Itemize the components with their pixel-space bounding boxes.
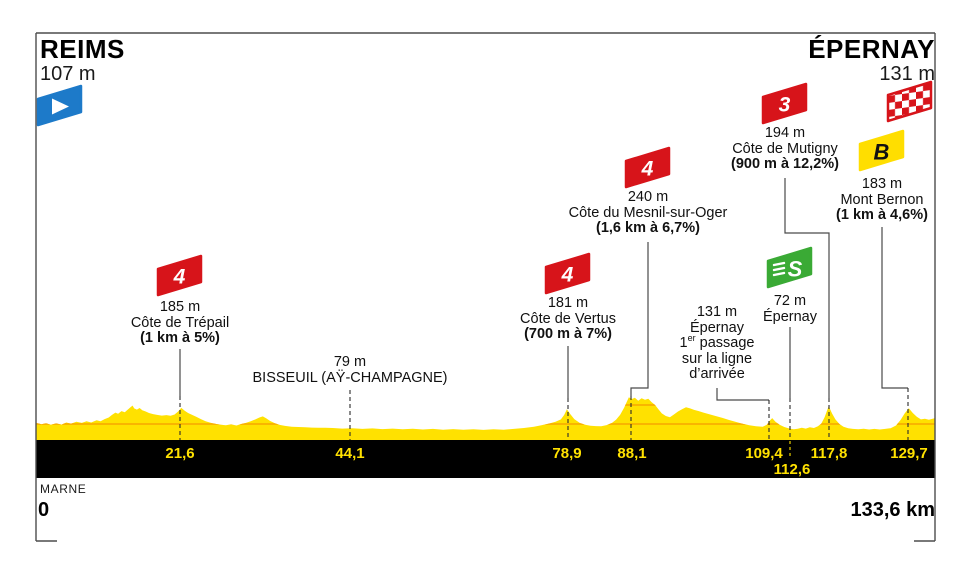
connector-line-mesnil [630, 242, 649, 396]
km-tick-mesnil: 88,1 [617, 445, 647, 462]
category-4-climb-flag: 4 [156, 254, 203, 297]
elevation-profile-area [36, 397, 935, 440]
km-tick-bernon: 129,7 [890, 445, 928, 462]
sprint-flag: S [766, 246, 813, 289]
department-label: MARNE [40, 482, 87, 496]
km-tick-passage: 109,4 [745, 445, 783, 462]
km-tick-vertus: 78,9 [552, 445, 582, 462]
total-distance-label: 133,6 km [850, 499, 935, 521]
start-header: REIMS 107 m [40, 36, 125, 86]
distance-band [36, 440, 935, 478]
category-4-climb-flag: 4 [624, 146, 671, 189]
finish-altitude: 131 m [879, 63, 935, 85]
category-3-climb-flag: 3 [761, 82, 808, 125]
start-km-label: 0 [38, 499, 50, 521]
km-tick-mutigny: 117,8 [810, 445, 848, 462]
start-altitude: 107 m [40, 63, 96, 85]
svg-text:4: 4 [173, 266, 186, 289]
finish-header: ÉPERNAY 131 m [808, 36, 935, 86]
bonus-seconds-flag: B [858, 129, 905, 172]
connector-line-mutigny [784, 178, 830, 398]
km-tick-bisseuil: 44,1 [335, 445, 365, 462]
svg-text:4: 4 [561, 264, 574, 287]
km-tick-trepail: 21,6 [165, 445, 195, 462]
finish-city-name: ÉPERNAY [808, 34, 935, 64]
finish-flag [886, 80, 933, 123]
start-city-name: REIMS [40, 34, 125, 64]
svg-text:3: 3 [779, 94, 791, 117]
start-flag [36, 84, 83, 127]
connector-line-bernon [881, 227, 908, 389]
svg-text:4: 4 [641, 158, 654, 181]
connector-line-passage [716, 388, 769, 401]
category-4-climb-flag: 4 [544, 252, 591, 295]
km-tick-sprint: 112,6 [773, 461, 811, 478]
svg-text:B: B [874, 140, 890, 165]
svg-text:S: S [788, 257, 803, 282]
